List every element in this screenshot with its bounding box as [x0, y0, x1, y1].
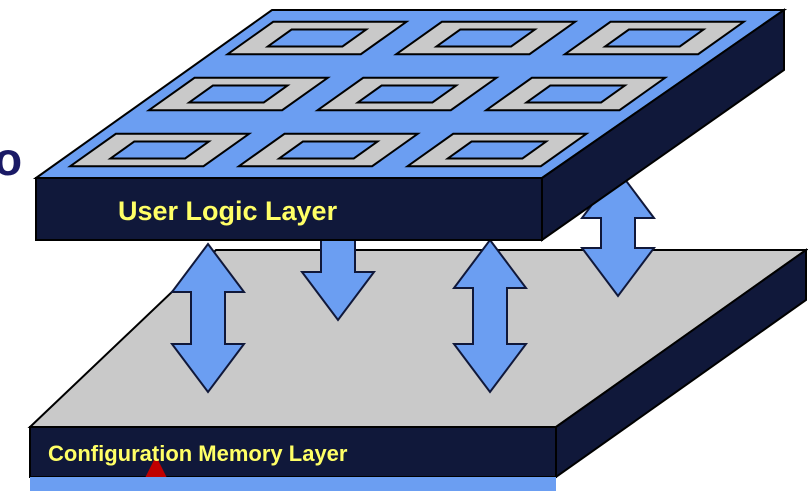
top-layer-front-face	[35, 177, 543, 241]
logic-cell	[145, 76, 331, 112]
bottom-layer-front-face	[29, 426, 557, 478]
data-arrows	[170, 168, 656, 394]
logic-cell-core	[433, 28, 538, 48]
logic-cell	[393, 20, 579, 56]
user-logic-layer	[32, 8, 788, 242]
data-arrow	[452, 238, 528, 394]
data-arrow	[580, 168, 656, 298]
logic-cell-core	[107, 140, 212, 160]
logic-cell-core	[276, 140, 381, 160]
configuration-memory-layer-label: Configuration Memory Layer	[48, 441, 348, 466]
logic-cell-core	[264, 28, 370, 48]
logic-cell-core	[523, 84, 628, 104]
logic-cell-core	[602, 28, 707, 48]
logic-cell-core	[354, 84, 460, 104]
logic-cell-core	[186, 84, 291, 104]
logic-cell	[314, 76, 500, 112]
data-arrow	[300, 239, 376, 322]
logic-cell	[404, 132, 590, 168]
logic-cell	[483, 76, 669, 112]
logic-cell	[224, 20, 410, 56]
bottom-layer-underside-strip	[30, 477, 556, 491]
logic-cell	[235, 132, 421, 168]
logic-cell-core	[444, 140, 550, 160]
red-pointer	[145, 456, 167, 478]
logic-cell-grid	[67, 20, 747, 168]
logic-cell	[561, 20, 747, 56]
logic-cell	[67, 132, 253, 168]
data-arrow	[170, 242, 246, 394]
user-logic-layer-label: User Logic Layer	[118, 196, 338, 226]
truncated-edge-text: o	[0, 133, 23, 185]
